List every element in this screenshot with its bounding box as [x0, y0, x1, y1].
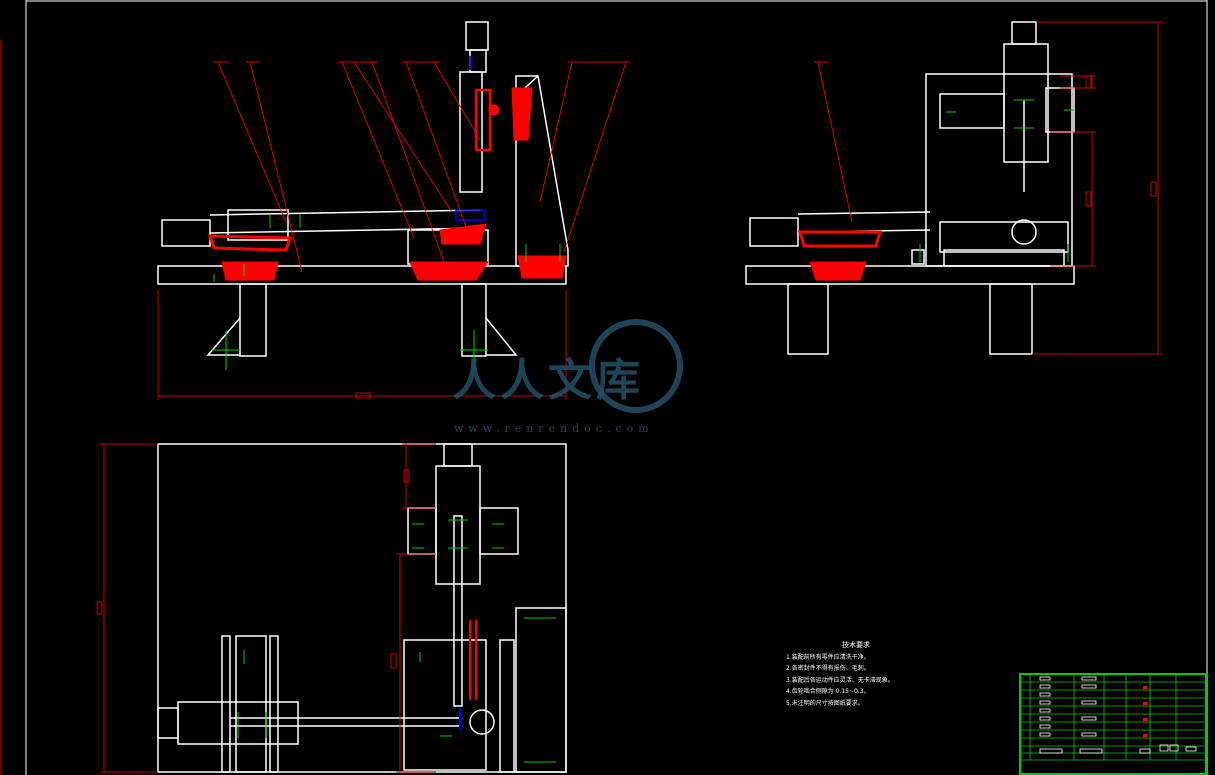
requirement-item: 1.装配前所有零件应清洗干净。: [786, 653, 870, 661]
requirement-item: 3.装配后各运动件应灵活、无卡滞现象。: [786, 676, 894, 684]
requirement-item: 5.未注明的尺寸按图纸要求。: [786, 699, 864, 707]
side-view: [745, 21, 1162, 355]
front-view: [157, 21, 630, 400]
top-view: [96, 443, 567, 773]
watermark-url: www.renrendoc.com: [454, 422, 654, 435]
title-block: [1019, 673, 1207, 775]
requirement-item: 2.各密封件不得有损伤、毛刺。: [786, 665, 870, 672]
watermark-brand: 人人文库: [452, 355, 644, 406]
technical-requirements: 技术要求 1.装配前所有零件应清洗干净。 2.各密封件不得有损伤、毛刺。 3.装…: [786, 640, 894, 709]
requirement-item: 4.齿轮啮合侧隙为 0.15~0.3。: [786, 688, 870, 695]
watermark-logo: [589, 319, 683, 413]
technical-requirements-title: 技术要求: [842, 641, 870, 649]
